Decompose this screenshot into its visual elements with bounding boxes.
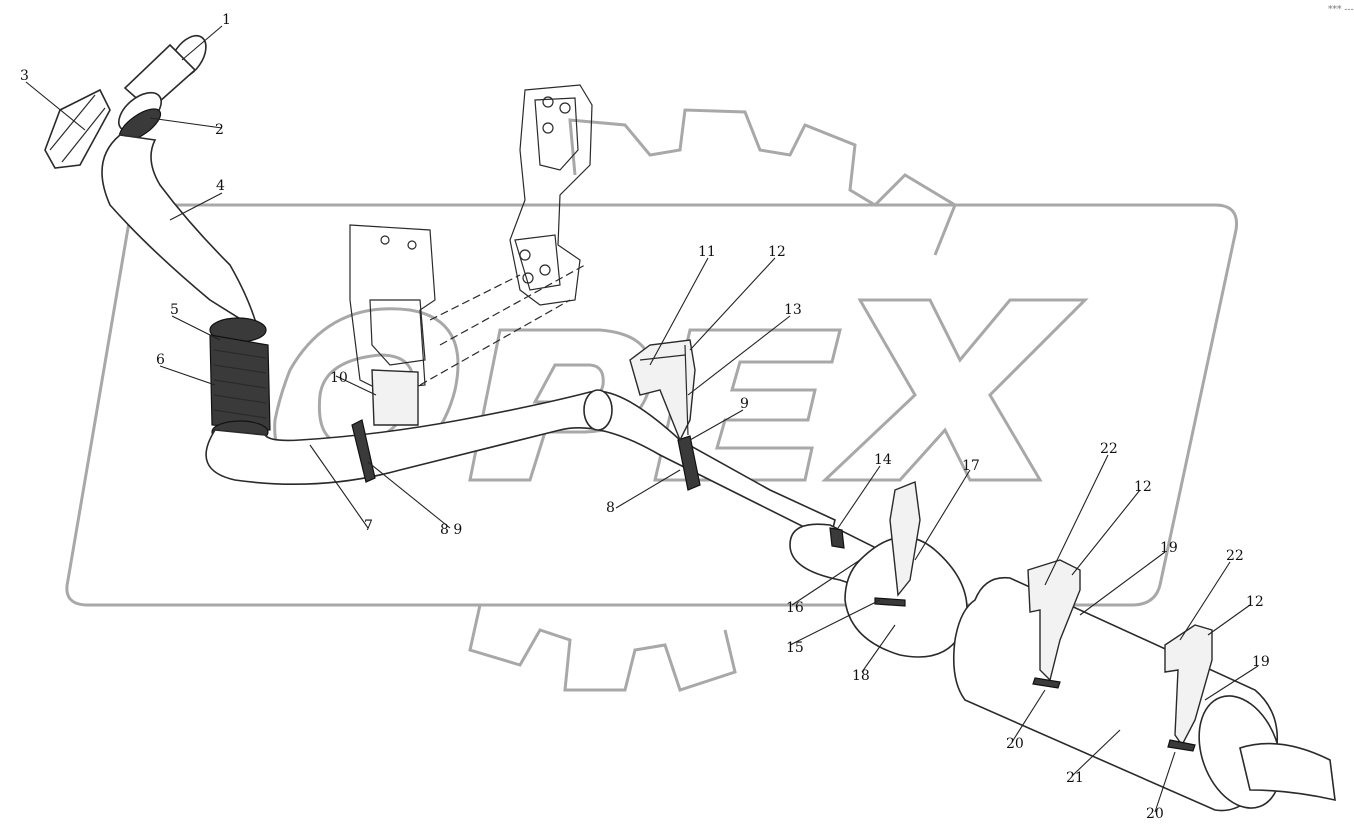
hanger-22-a [1027, 559, 1081, 682]
callout-22-a: 22 [1100, 441, 1118, 457]
callout-4: 4 [216, 178, 225, 194]
callout-labels: 1 2 3 4 5 6 7 8 9 10 11 12 13 9 8 14 17 … [20, 12, 1270, 822]
callout-12-a: 12 [768, 244, 786, 260]
callout-19-a: 19 [1160, 540, 1178, 556]
actuator-3 [44, 88, 111, 169]
callout-10: 10 [330, 370, 348, 386]
leader-lines [25, 25, 1259, 813]
catalyst-assembly [789, 481, 968, 658]
callout-22-b: 22 [1226, 548, 1244, 564]
flex-hose-6 [209, 334, 271, 431]
bracket-10 [371, 369, 419, 426]
callout-5: 5 [170, 302, 179, 318]
callout-12-c: 12 [1246, 594, 1264, 610]
callout-20-b: 20 [1146, 806, 1164, 822]
tailpipe [1239, 742, 1336, 802]
frame-bracket [349, 84, 593, 426]
callout-6: 6 [156, 352, 165, 368]
callout-21: 21 [1066, 770, 1084, 786]
callout-20-a: 20 [1006, 736, 1024, 752]
hanger-22-b [1164, 624, 1213, 747]
callout-19-b: 19 [1252, 654, 1270, 670]
corner-mark: *** --- [1328, 5, 1353, 15]
pipe-4 [101, 134, 260, 332]
callout-8: 8 [606, 500, 615, 516]
callout-7: 7 [364, 518, 373, 534]
turbo-elbow-assembly [44, 34, 207, 169]
callout-8-9: 8 9 [440, 522, 462, 538]
callout-16: 16 [786, 600, 804, 616]
callout-13: 13 [784, 302, 802, 318]
callout-12-b: 12 [1134, 479, 1152, 495]
clamp-8-9-b [677, 435, 701, 491]
callout-1: 1 [222, 12, 231, 28]
callout-2: 2 [215, 122, 224, 138]
callout-18: 18 [852, 668, 870, 684]
hanger-17 [889, 481, 921, 597]
hanger-bracket-mid [629, 339, 696, 442]
pipe-7 [205, 390, 836, 542]
muffler-assembly [952, 559, 1336, 812]
callout-3: 3 [20, 68, 29, 84]
callout-14: 14 [874, 452, 892, 468]
callout-17: 17 [962, 458, 980, 474]
callout-15: 15 [786, 640, 804, 656]
clamp-8-9-a [351, 419, 376, 483]
callout-9: 9 [740, 396, 749, 412]
flex-joint-assembly [209, 317, 271, 444]
watermark-gear [468, 108, 957, 692]
callout-11: 11 [698, 244, 716, 260]
